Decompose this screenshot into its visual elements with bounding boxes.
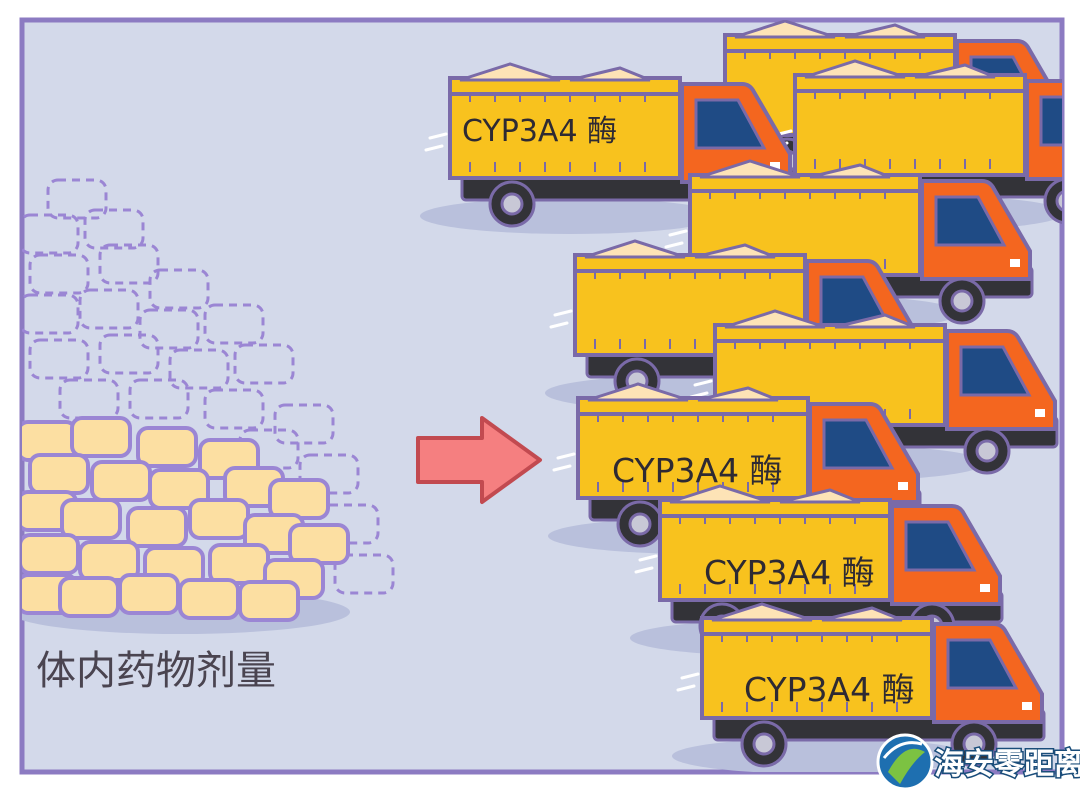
drug-pill-pile [22, 416, 350, 634]
truck-label: CYP3A4 酶 [704, 553, 875, 592]
watermark-text: 海安零距离 [934, 747, 1080, 782]
truck-label: CYP3A4 酶 [744, 670, 915, 709]
right-arrow-icon [416, 416, 542, 504]
watermark-logo-icon [876, 733, 934, 791]
truck-label: CYP3A4 酶 [462, 114, 617, 149]
drug-dose-caption: 体内药物剂量 [36, 648, 276, 694]
truck-label: CYP3A4 酶 [612, 451, 783, 490]
watermark: 海安零距离 [876, 733, 1080, 791]
